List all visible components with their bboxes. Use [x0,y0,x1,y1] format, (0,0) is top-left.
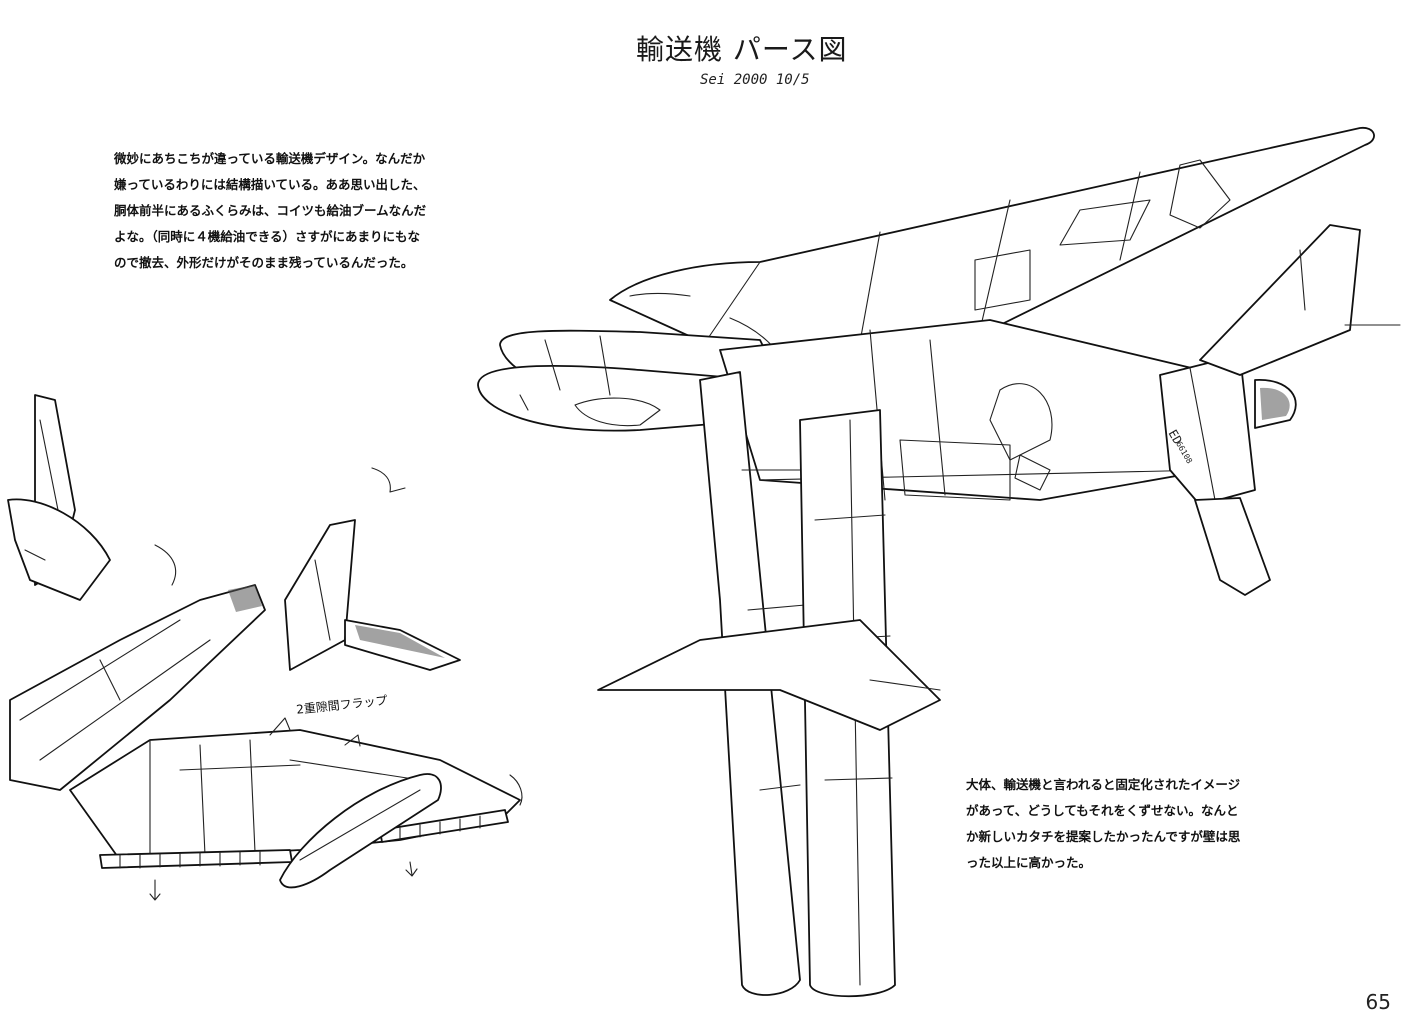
commentary-bottom: 大体、輸送機と言われると固定化されたイメージ があって、どうしてもそれをくずせな… [966,772,1240,876]
commentary-line: 胴体前半にあるふくらみは、コイツも給油ブームなんだ [114,203,427,218]
commentary-line: か新しいカタチを提案したかったんですが壁は思 [966,829,1241,844]
commentary-top: 微妙にあちこちが違っている輸送機デザイン。なんだか 嫌っているわりには結構描いて… [114,146,426,276]
commentary-line: 嫌っているわりには結構描いている。ああ思い出した、 [114,177,426,192]
commentary-line: った以上に高かった。 [966,855,1092,870]
page-number: 65 [1365,990,1391,1014]
commentary-line: があって、どうしてもそれをくずせない。なんと [966,803,1239,818]
aircraft-main-perspective [477,127,1401,998]
commentary-line: ので撤去、外形だけがそのまま残っているんだった。 [114,255,414,270]
commentary-line: よな。（同時に４機給油できる）さすがにあまりにもな [114,229,421,244]
commentary-line: 大体、輸送機と言われると固定化されたイメージ [966,777,1241,792]
page-title: 輸送機 パース図 [636,33,848,66]
artist-signature-date: Sei 2000 10/5 [700,72,810,88]
aircraft-flap-detail [7,394,523,901]
commentary-line: 微妙にあちこちが違っている輸送機デザイン。なんだか [114,151,426,166]
